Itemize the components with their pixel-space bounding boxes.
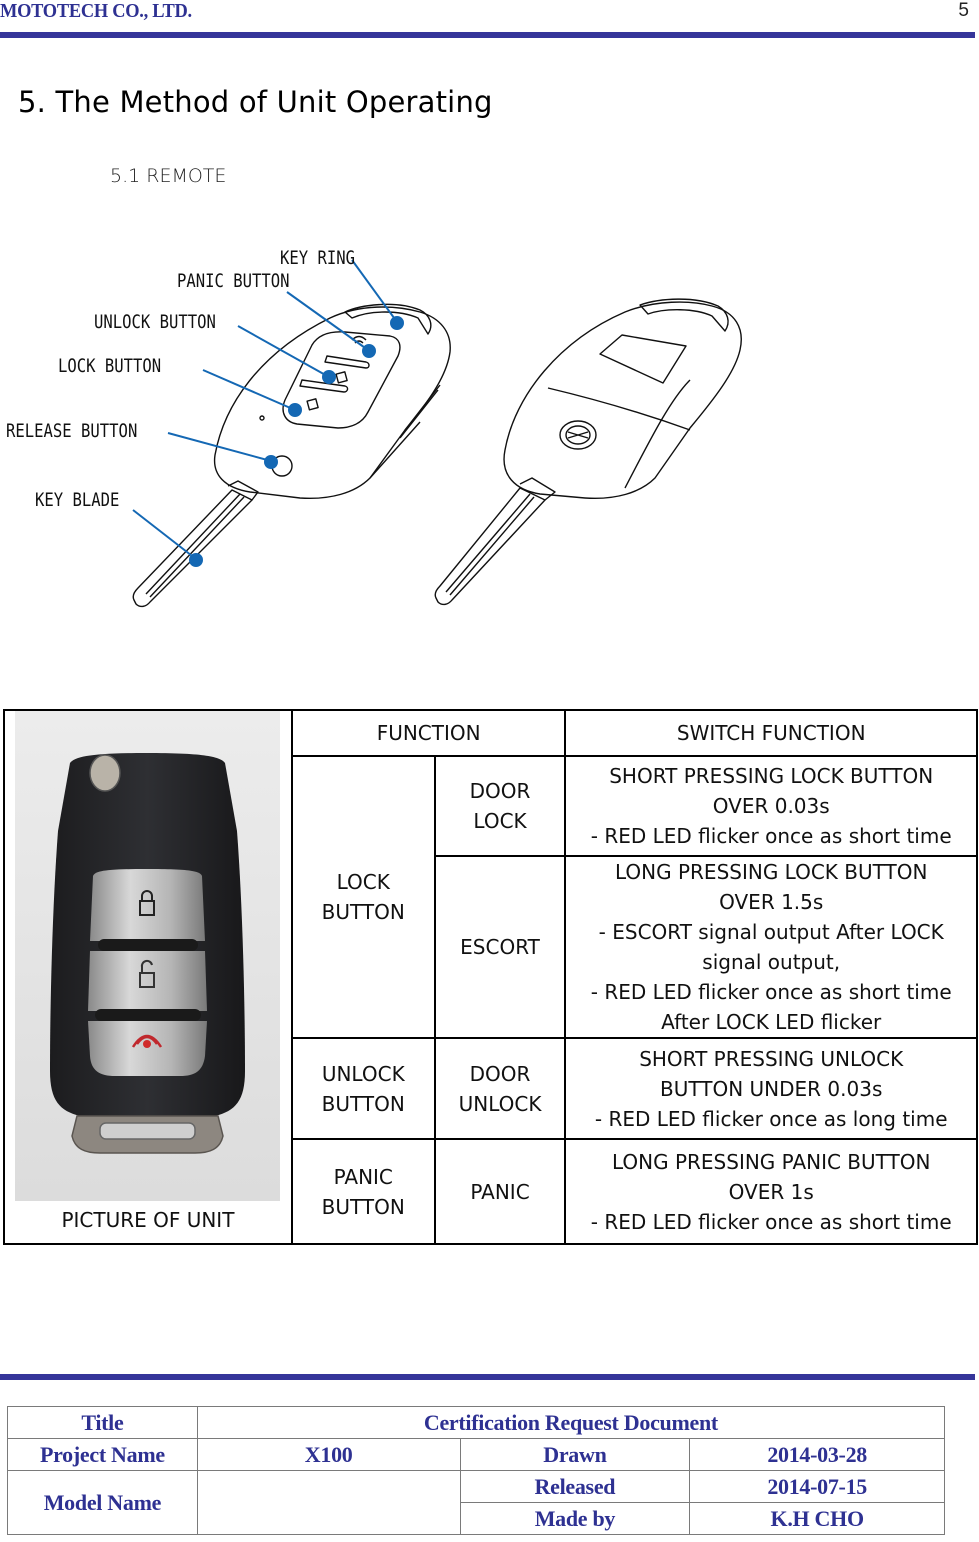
callout-lock-button: LOCK BUTTON (58, 355, 162, 377)
escort-description: LONG PRESSING LOCK BUTTON OVER 1.5s - ES… (564, 855, 978, 1039)
unit-photo (15, 711, 281, 1201)
footer-divider (0, 1374, 975, 1380)
document-info-table: Title Certification Request Document Pro… (7, 1406, 946, 1535)
remote-line-drawing (132, 259, 742, 608)
door-unlock-description: SHORT PRESSING UNLOCK BUTTON UNDER 0.03s… (564, 1037, 978, 1140)
description-line: OVER 1.5s (719, 890, 824, 914)
description-line: signal output, (702, 950, 841, 974)
header-switch-function: SWITCH FUNCTION (564, 709, 978, 757)
door-lock-cell: DOOR LOCK (433, 755, 567, 857)
panic-cell: PANIC (433, 1138, 567, 1245)
drawn-date: 2014-03-28 (689, 1438, 945, 1471)
project-name-value: X100 (196, 1438, 461, 1471)
door-unlock-cell: DOOR UNLOCK (433, 1037, 567, 1140)
description-line: OVER 1s (728, 1179, 814, 1204)
description-line: BUTTON UNDER 0.03s (660, 1076, 883, 1101)
page-number: 5 (958, 0, 969, 21)
made-by-value: K.H CHO (689, 1502, 945, 1535)
header-divider (0, 32, 975, 38)
title-value: Certification Request Document (196, 1406, 946, 1439)
section-title: 5. The Method of Unit Operating (18, 85, 493, 119)
escort-cell: ESCORT (433, 855, 567, 1039)
released-date: 2014-07-15 (689, 1470, 945, 1503)
panic-button-cell: PANIC BUTTON (290, 1138, 436, 1245)
lock-button-cell: LOCK BUTTON (290, 755, 436, 1039)
subsection-title: 5.1 REMOTE (110, 165, 227, 187)
callout-key-blade: KEY BLADE (35, 489, 120, 511)
unlock-button-cell: UNLOCK BUTTON (290, 1037, 436, 1140)
description-line: LONG PRESSING LOCK BUTTON (614, 860, 928, 884)
description-line: - RED LED flicker once as short time (590, 980, 952, 1004)
released-label: Released (459, 1470, 691, 1503)
function-table: PICTURE OF UNIT FUNCTION SWITCH FUNCTION… (3, 709, 978, 1245)
title-label: Title (7, 1406, 198, 1439)
description-line: - RED LED flicker once as long time (594, 1106, 948, 1131)
callout-unlock-button: UNLOCK BUTTON (94, 311, 216, 333)
panic-description: LONG PRESSING PANIC BUTTON OVER 1s - RED… (564, 1138, 978, 1245)
description-line: LONG PRESSING PANIC BUTTON (611, 1149, 931, 1174)
callout-key-ring: KEY RING (280, 247, 356, 269)
description-line: - RED LED flicker once as short time (590, 824, 952, 848)
photo-caption: PICTURE OF UNIT (61, 1208, 235, 1232)
made-by-label: Made by (459, 1502, 691, 1535)
company-name: MOTOTECH CO., LTD. (0, 0, 192, 22)
description-line: After LOCK LED flicker (661, 1010, 882, 1034)
model-name-label: Model Name (7, 1470, 198, 1535)
remote-diagram: KEY RING PANIC BUTTON UNLOCK BUTTON LOCK… (0, 230, 780, 630)
drawn-label: Drawn (459, 1438, 691, 1471)
description-line: - ESCORT signal output After LOCK (598, 920, 944, 944)
description-line: OVER 0.03s (712, 794, 830, 818)
callout-panic-button: PANIC BUTTON (177, 270, 290, 292)
project-name-label: Project Name (7, 1438, 198, 1471)
callout-release-button: RELEASE BUTTON (6, 420, 138, 442)
door-lock-description: SHORT PRESSING LOCK BUTTON OVER 0.03s - … (564, 755, 978, 857)
remote-photo-image (15, 711, 281, 1201)
description-line: - RED LED flicker once as short time (590, 1209, 952, 1234)
model-name-value (196, 1470, 461, 1535)
description-line: SHORT PRESSING UNLOCK (639, 1046, 904, 1071)
photo-cell: PICTURE OF UNIT (3, 709, 293, 1245)
header-function: FUNCTION (290, 709, 567, 757)
description-line: SHORT PRESSING LOCK BUTTON (609, 764, 934, 788)
